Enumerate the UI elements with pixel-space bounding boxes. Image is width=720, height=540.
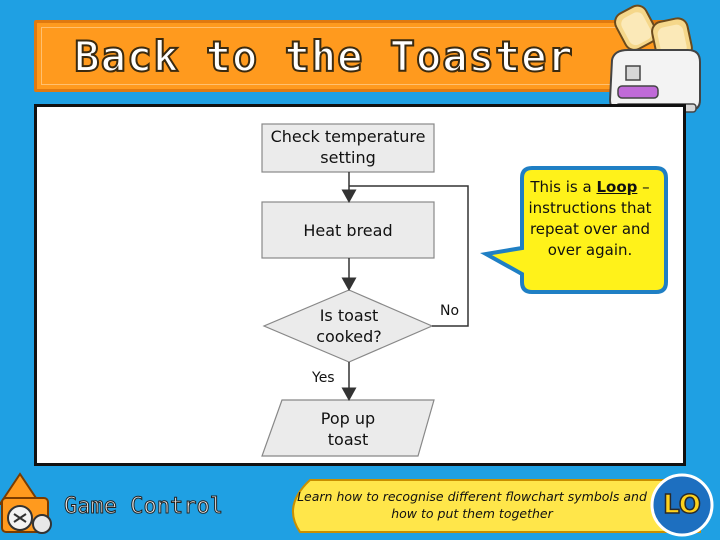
pop-up-parallelogram: [261, 399, 435, 457]
loop-back-line: [349, 185, 469, 327]
callout-prefix: This is a: [530, 178, 597, 196]
lo-badge-label: LO: [662, 489, 701, 521]
callout-keyword: Loop: [596, 178, 638, 196]
heat-bread-box: [261, 201, 435, 259]
loop-callout-bubble: [480, 166, 668, 294]
decision-label: Is toast cooked?: [316, 306, 382, 346]
title-banner: [34, 20, 666, 92]
loop-callout-text: This is a Loop – instructions that repea…: [520, 177, 660, 261]
yes-label: Yes: [312, 370, 335, 386]
heat-bread-label: Heat bread: [303, 221, 393, 240]
lo-badge: [650, 473, 714, 537]
game-control-icon[interactable]: [0, 470, 64, 540]
check-temperature-label: Check temperature setting: [270, 127, 426, 167]
callout-suffix: – instructions that repeat over and over…: [528, 178, 652, 259]
pop-up-label: Pop up toast: [320, 409, 376, 449]
game-control-button[interactable]: Game Control: [64, 494, 224, 520]
check-temperature-box: [261, 123, 435, 173]
no-label: No: [440, 303, 460, 319]
learning-objective-text: Learn how to recognise different flowcha…: [297, 489, 647, 521]
toaster-icon: [608, 4, 701, 113]
page-title: Back to the Toaster: [73, 31, 574, 82]
